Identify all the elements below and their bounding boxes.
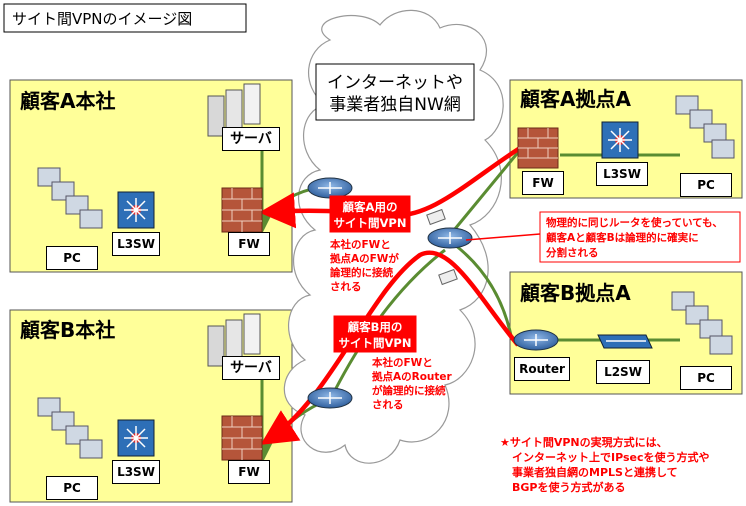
router-icon bbox=[513, 329, 559, 351]
method-note-line3: 事業者独自網のMPLSと連携して bbox=[512, 465, 678, 479]
vpn-a-desc-line2: 拠点AのFWが bbox=[330, 252, 399, 265]
pc-label-a-hq: PC bbox=[46, 246, 98, 270]
firewall-icon bbox=[221, 415, 263, 461]
server-icon bbox=[207, 313, 261, 367]
firewall-icon bbox=[517, 127, 559, 169]
router-note-line3: 分割される bbox=[546, 246, 599, 259]
l2sw-label-b-branch: L2SW bbox=[596, 360, 650, 384]
envelope-icon bbox=[426, 208, 446, 226]
pc-label-b-hq: PC bbox=[46, 476, 98, 500]
pc-icon bbox=[675, 95, 735, 159]
server-label-a-hq: サーバ bbox=[222, 127, 280, 151]
router-label-b-branch: Router bbox=[514, 357, 570, 381]
title-box bbox=[3, 3, 247, 33]
cloud-label-line1: インターネットや bbox=[327, 73, 463, 93]
site-name-b-branch: 顧客B拠点A bbox=[520, 281, 631, 305]
l3sw-label-a-branch: L3SW bbox=[596, 162, 648, 186]
vpn-b-desc-line4: される bbox=[372, 399, 404, 411]
vpn-a-desc-line4: される bbox=[330, 281, 362, 293]
vpn-a-desc-line3: 論理的に接続 bbox=[330, 266, 393, 279]
method-note-line1: ★サイト間VPNの実現方式には、 bbox=[500, 435, 668, 449]
l3sw-label-b-hq: L3SW bbox=[112, 460, 160, 484]
router-note-box bbox=[539, 211, 741, 263]
cloud-label-box bbox=[315, 63, 475, 121]
page-title: サイト間VPNのイメージ図 bbox=[12, 10, 192, 28]
note-connector bbox=[465, 233, 541, 241]
l3-switch-icon bbox=[117, 419, 155, 457]
server-icon bbox=[207, 83, 261, 137]
firewall-icon bbox=[221, 187, 263, 233]
vpn-b-desc-line1: 本社のFWと bbox=[372, 356, 433, 369]
vpn-b-label-line2: サイト間VPN bbox=[339, 336, 412, 350]
vpn-b-label-box bbox=[333, 315, 417, 353]
site-name-a-branch: 顧客A拠点A bbox=[520, 87, 631, 111]
vpn-b-desc-line3: が論理的に接続 bbox=[372, 384, 446, 397]
pc-label-a-branch: PC bbox=[680, 173, 732, 197]
fw-label-a-hq: FW bbox=[228, 232, 270, 256]
pc-icon bbox=[37, 397, 103, 459]
server-label-b-hq: サーバ bbox=[222, 356, 280, 380]
l2-switch-icon bbox=[597, 334, 653, 349]
router-icon bbox=[307, 387, 353, 409]
vpn-b-label-line1: 顧客B用の bbox=[348, 320, 403, 334]
pc-icon bbox=[671, 291, 733, 355]
fw-label-a-branch: FW bbox=[522, 171, 564, 195]
router-note-line1: 物理的に同じルータを使っていても、 bbox=[546, 216, 723, 229]
vpn-a-label-line1: 顧客A用の bbox=[343, 200, 398, 214]
router-note-line2: 顧客Aと顧客Bは論理的に確実に bbox=[546, 231, 699, 244]
site-name-b-hq: 顧客B本社 bbox=[20, 318, 115, 342]
fw-label-b-hq: FW bbox=[228, 460, 270, 484]
l3sw-label-a-hq: L3SW bbox=[112, 232, 160, 256]
router-icon bbox=[307, 177, 353, 199]
vpn-a-desc-line1: 本社のFWと bbox=[330, 238, 391, 251]
cloud-label-line2: 事業者独自NW網 bbox=[329, 95, 461, 115]
l3-switch-icon bbox=[117, 191, 155, 229]
site-name-a-hq: 顧客A本社 bbox=[20, 89, 115, 113]
pc-label-b-branch: PC bbox=[680, 366, 732, 390]
envelope-icon bbox=[438, 268, 458, 286]
vpn-b-desc-line2: 拠点AのRouter bbox=[372, 370, 453, 383]
method-note-line2: インターネット上でIPsecを使う方式や bbox=[512, 450, 710, 464]
method-note-line4: BGPを使う方式がある bbox=[512, 480, 625, 494]
vpn-a-label-box bbox=[329, 195, 411, 233]
pc-icon bbox=[37, 167, 103, 229]
l3-switch-icon bbox=[601, 121, 639, 159]
vpn-a-label-line2: サイト間VPN bbox=[334, 216, 407, 230]
router-icon bbox=[427, 227, 473, 249]
